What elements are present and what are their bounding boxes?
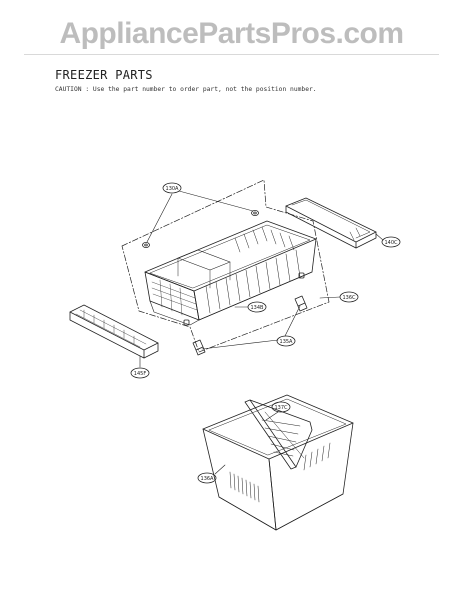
callout-134b: 134B bbox=[247, 301, 267, 313]
leader-130a bbox=[146, 190, 254, 243]
clip-part-right bbox=[294, 295, 308, 312]
leader-136a bbox=[214, 464, 226, 475]
svg-text:135A: 135A bbox=[280, 339, 294, 345]
leader-137c bbox=[265, 411, 279, 421]
svg-text:140C: 140C bbox=[384, 240, 398, 246]
right-rail-part bbox=[285, 197, 377, 249]
svg-text:130A: 130A bbox=[166, 186, 180, 192]
left-rail-part bbox=[69, 304, 159, 359]
caution-note: CAUTION : Use the part number to order p… bbox=[55, 86, 317, 93]
watermark-logo: AppliancePartsPros.com bbox=[59, 17, 404, 50]
svg-text:137C: 137C bbox=[274, 405, 288, 411]
leader-135a bbox=[201, 305, 301, 350]
callout-145f: 145F bbox=[130, 367, 150, 379]
svg-text:136C: 136C bbox=[342, 295, 356, 301]
header-rule bbox=[24, 54, 439, 55]
callout-130a: 130A bbox=[162, 182, 182, 194]
assembly-boundary bbox=[121, 179, 330, 353]
svg-text:134B: 134B bbox=[251, 305, 265, 311]
svg-text:136A: 136A bbox=[201, 476, 215, 482]
svg-text:145F: 145F bbox=[134, 371, 147, 377]
freezer-drawer-tray bbox=[144, 220, 317, 326]
leader-136c bbox=[319, 296, 341, 299]
freezer-basket bbox=[202, 394, 354, 531]
callout-136c: 136C bbox=[339, 291, 359, 303]
mounting-hole-right bbox=[251, 209, 259, 216]
page-title: FREEZER PARTS bbox=[55, 68, 153, 82]
clip-part-left bbox=[192, 339, 206, 356]
callout-135a: 135A bbox=[276, 335, 296, 347]
leader-140c bbox=[375, 233, 384, 241]
callout-136a: 136A bbox=[197, 472, 217, 484]
mounting-hole-left bbox=[142, 241, 150, 248]
callout-137c: 137C bbox=[271, 401, 291, 413]
callout-140c: 140C bbox=[381, 236, 401, 248]
